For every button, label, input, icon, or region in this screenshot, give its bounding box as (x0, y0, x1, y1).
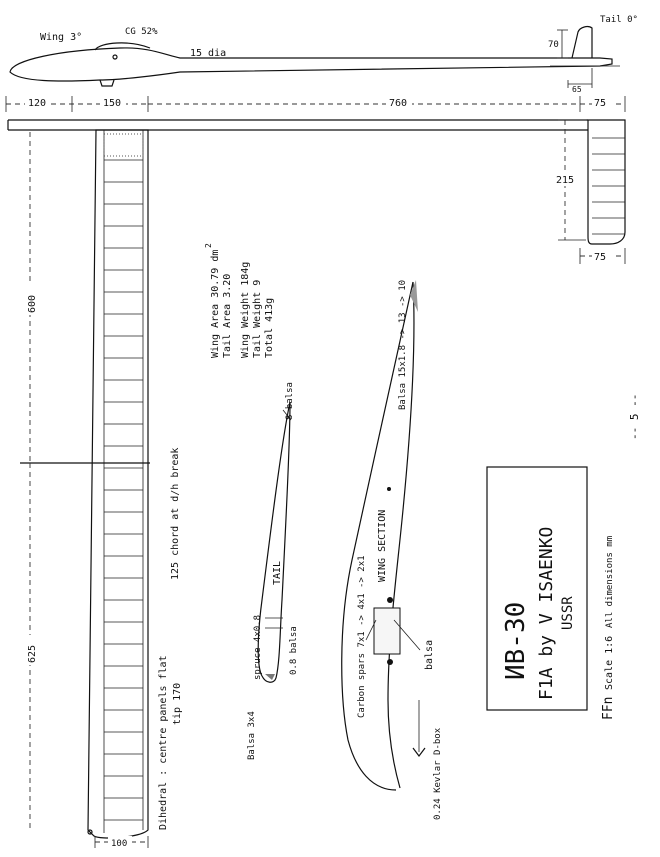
designer: F1A by V ISAENKO (536, 527, 557, 700)
tail-section-drawing: 8 balsa spruce 4x0.8 TAIL 0.8 balsa Bals… (247, 382, 299, 760)
tip-chord-label: 100 (111, 839, 127, 849)
wing-weight: Wing Weight 184g (240, 262, 251, 358)
outer-panel-label: 600 (27, 295, 38, 313)
balsa-leader (393, 619, 421, 651)
wing-section-dot (387, 487, 391, 491)
tail-weight: Tail Weight 9 (252, 280, 263, 358)
ffn-label: FFn (601, 697, 616, 720)
tail-area: Tail Area 3.20 (222, 274, 233, 358)
wing-core-label: balsa (424, 640, 435, 670)
wing-section-upper (341, 281, 414, 791)
cg-label: CG 52% (125, 27, 158, 37)
wing-area: Wing Area 30.79 dm (210, 250, 221, 358)
break-chord-note: 125 chord at d/h break (170, 448, 181, 580)
dim-label-bg (592, 249, 612, 263)
units-label: All dimensions mm (605, 536, 615, 628)
dihedral-note-line1: Dihedral : centre panels flat (158, 655, 169, 830)
title-block-frame (486, 466, 588, 711)
towhook (99, 79, 115, 87)
fuselage-plan (7, 119, 588, 131)
side-view: Wing 3° CG 52% 15 dia 70 65 Tail 0° (9, 15, 638, 94)
model-name: ИВ-30 (501, 602, 531, 680)
tail-spar-label: spruce 4x0.8 (253, 615, 263, 680)
tail-section-le (261, 675, 277, 683)
wing-te-hatch (410, 280, 418, 312)
wing-incidence-label: Wing 3° (40, 32, 82, 43)
plan-dimensions-top: 120 150 760 75 (5, 95, 626, 112)
cg-mark (112, 54, 118, 60)
total-weight: Total 413g (264, 298, 275, 358)
tail-section-lower (275, 401, 291, 679)
tailplane-outline (587, 119, 626, 245)
wing-tip-mark (87, 829, 93, 835)
tail-chord-dim-label: 75 (594, 98, 606, 109)
title-block: ИВ-30 F1A by V ISAENKO USSR (486, 466, 588, 711)
tail-sheet-label: 0.8 balsa (289, 626, 299, 675)
wing-section-name: WING SECTION (377, 510, 388, 582)
root-chord-dim-label: 150 (103, 98, 121, 109)
tail-section-name: TAIL (272, 561, 283, 585)
fin-offset-label: 65 (572, 85, 582, 94)
centre-panel-label: 625 (27, 645, 38, 663)
tail-te-leader (282, 409, 292, 421)
dbox-label: 0.24 Kevlar D-box (433, 727, 443, 820)
fuselage-length-dim-label: 760 (389, 98, 407, 109)
fin (571, 26, 593, 59)
wing-area-superscript: 2 (204, 243, 213, 248)
wing-section-lower (387, 281, 415, 789)
dim-label-bg (25, 95, 51, 109)
wing-spar-box (373, 607, 401, 655)
tail-trailing-label: 8 balsa (285, 382, 295, 420)
spar-cap-dot (387, 659, 393, 665)
fin-height-label: 70 (548, 40, 559, 50)
dim-label-bg (22, 635, 38, 665)
spars-leader (365, 619, 377, 641)
tail-span-label: 215 (556, 175, 574, 186)
tailplane-plan: 215 75 (553, 119, 626, 264)
dim-label-bg (108, 836, 132, 849)
boom-dia-label: 15 dia (190, 48, 226, 59)
dihedral-note-line2: tip 170 (172, 683, 183, 725)
tail-le-hatch (265, 674, 275, 680)
dim-label-bg (553, 172, 577, 186)
scale-label: Scale 1:6 (604, 636, 615, 690)
tail-leading-label: Balsa 3x4 (247, 711, 257, 760)
specs-block: Wing Area 30.79 dm 2 Tail Area 3.20 Wing… (204, 243, 275, 358)
wing-section-drawing: Balsa 15x1.8 -> 13 -> 10 Carbon spars 7x… (341, 280, 443, 820)
wing-mount-fairing (94, 42, 151, 51)
wing-root-sheeting (103, 133, 144, 157)
wing-plan: 600 625 100 (20, 129, 150, 849)
dim-label-bg (22, 285, 38, 315)
dim-label-bg (100, 95, 126, 109)
page-number: -- 5 -- (628, 394, 641, 440)
dbox-arrow-head (412, 747, 426, 757)
dim-label-bg (386, 95, 412, 109)
wing-spars-label: Carbon spars 7x1 -> 4x1 -> 2x1 (357, 555, 367, 718)
fuselage-side-outline (9, 47, 613, 82)
wing-ribs (104, 159, 143, 821)
wing-trailing-label: Balsa 15x1.8 -> 13 -> 10 (398, 280, 408, 410)
country: USSR (560, 596, 576, 630)
tip-offset-dim-label: 120 (28, 98, 46, 109)
dim-label-bg (592, 95, 612, 109)
spar-cap-dot (387, 597, 393, 603)
tail-chord-bottom-label: 75 (594, 252, 606, 263)
tail-section-upper (257, 401, 291, 677)
tail-incidence-label: Tail 0° (600, 15, 638, 25)
tail-ribs (592, 137, 625, 235)
